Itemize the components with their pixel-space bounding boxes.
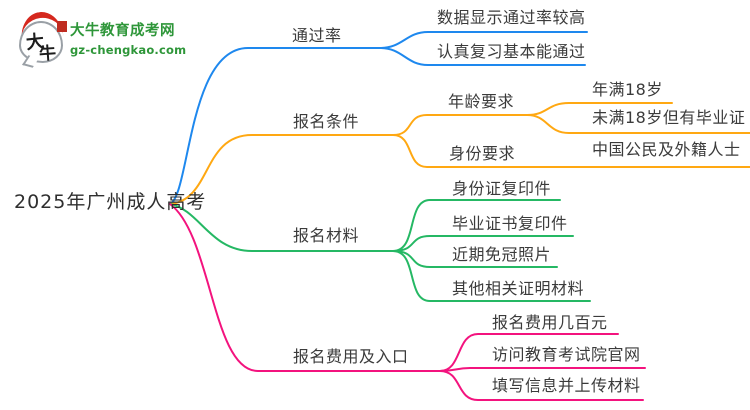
edge-fees-child-2 [439, 367, 646, 372]
node-identity-citizens[interactable]: 中国公民及外籍人士 [592, 140, 741, 159]
edge-conditions-to-age [392, 114, 528, 136]
logo-mark-char-2: 牛 [38, 43, 57, 65]
node-diploma-copy[interactable]: 毕业证书复印件 [452, 214, 568, 233]
logo-title: 大牛教育成考网 [70, 23, 175, 39]
edge-fees-child-1 [439, 333, 619, 372]
node-conditions[interactable]: 报名条件 [293, 112, 360, 131]
node-id-copy[interactable]: 身份证复印件 [452, 179, 552, 198]
node-visit-website[interactable]: 访问教育考试院官网 [492, 345, 641, 364]
edge-pass-rate-child-1 [379, 31, 588, 49]
edge-age-child-2 [526, 114, 750, 134]
node-identity-requirement[interactable]: 身份要求 [449, 144, 516, 163]
edge-pass-rate-child-2 [379, 47, 586, 66]
node-age-under-18[interactable]: 未满18岁但有毕业证 [592, 108, 746, 127]
edge-root-to-conditions [169, 134, 394, 205]
edge-materials-child-3 [392, 250, 558, 268]
node-pass-rate-stat[interactable]: 数据显示通过率较高 [437, 8, 586, 27]
edge-materials-child-4 [392, 250, 591, 302]
node-fee-amount[interactable]: 报名费用几百元 [492, 313, 608, 332]
node-fees-entry[interactable]: 报名费用及入口 [293, 347, 409, 366]
logo-bubble-icon: 大 牛 [18, 9, 70, 70]
node-age-requirement[interactable]: 年龄要求 [448, 92, 515, 111]
site-logo: 大 牛 大牛教育成考网 gz-chengkao.com [18, 9, 188, 72]
node-materials[interactable]: 报名材料 [293, 226, 360, 245]
edge-conditions-to-identity [392, 134, 750, 168]
node-pass-rate[interactable]: 通过率 [292, 26, 342, 45]
edge-materials-child-2 [392, 235, 574, 252]
edge-root-to-fees [169, 203, 441, 372]
node-fill-upload[interactable]: 填写信息并上传材料 [492, 376, 641, 395]
edge-root-to-materials [169, 203, 394, 252]
edge-fees-child-3 [439, 370, 644, 401]
node-age-over-18[interactable]: 年满18岁 [592, 80, 663, 99]
edge-root-to-pass-rate [169, 47, 381, 205]
edge-materials-child-1 [392, 199, 561, 252]
logo-red-seal-icon [57, 21, 67, 32]
logo-text: 大牛教育成考网 gz-chengkao.com [70, 19, 186, 57]
node-photo[interactable]: 近期免冠照片 [452, 245, 552, 264]
node-pass-rate-review[interactable]: 认真复习基本能通过 [437, 42, 586, 61]
node-other-proof[interactable]: 其他相关证明材料 [452, 279, 585, 298]
logo-domain: gz-chengkao.com [70, 43, 187, 57]
node-root[interactable]: 2025年广州成人高考 [14, 191, 207, 213]
